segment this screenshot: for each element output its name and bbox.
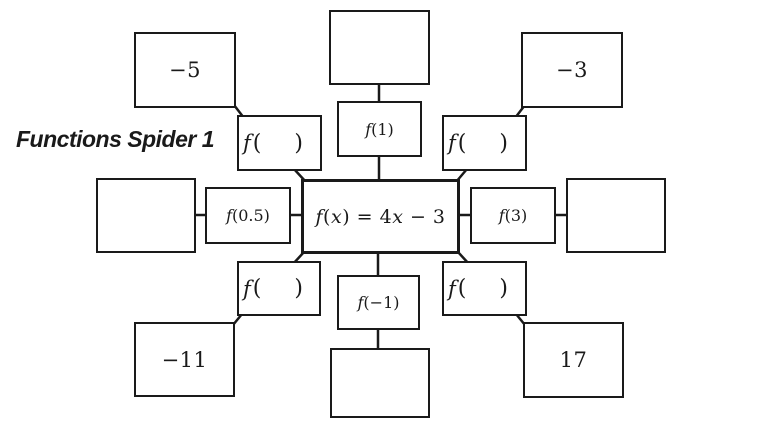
close-paren: )	[294, 276, 303, 301]
math-f: f	[243, 131, 251, 155]
math-f: f	[498, 206, 505, 225]
math-x: x	[330, 205, 343, 228]
math-f: f	[243, 276, 251, 301]
open-paren: (	[252, 276, 262, 301]
math-f: f	[365, 119, 372, 139]
math-mid: ) = 4	[342, 205, 393, 228]
close-paren: )	[499, 276, 508, 301]
answer-box-bottom-left: −11	[134, 322, 235, 397]
math-x2: x	[392, 205, 404, 228]
close-paren: )	[499, 130, 508, 156]
math-f: f	[357, 293, 364, 312]
math-arg: (3)	[504, 206, 528, 225]
answer-value: −3	[556, 58, 588, 82]
open-paren: (	[457, 130, 467, 156]
answer-box-left[interactable]	[96, 178, 196, 253]
answer-box-bottom-right: 17	[523, 322, 624, 398]
answer-box-top-right: −3	[521, 32, 623, 108]
math-arg: (1)	[371, 119, 394, 139]
answer-gap[interactable]	[466, 288, 499, 289]
blank-eval-box-bottom-right: f()	[442, 261, 527, 316]
answer-gap[interactable]	[466, 143, 499, 144]
open-paren: (	[252, 130, 262, 156]
blank-eval-box-top-right: f()	[442, 115, 527, 171]
eval-box-f1: f(1)	[337, 101, 422, 157]
answer-box-bottom[interactable]	[330, 348, 430, 418]
answer-value: −11	[161, 347, 208, 372]
close-paren: )	[294, 130, 303, 156]
math-arg: (0.5)	[231, 206, 270, 225]
math-f: f	[315, 205, 324, 228]
math-end: − 3	[403, 205, 446, 228]
math-f: f	[448, 131, 456, 155]
blank-eval-box-bottom-left: f()	[237, 261, 321, 316]
eval-box-f3: f(3)	[470, 187, 556, 244]
blank-eval-box-top-left: f()	[237, 115, 322, 171]
math-f: f	[448, 276, 456, 301]
page-title: Functions Spider 1	[16, 126, 215, 152]
math-arg: (−1)	[363, 293, 400, 312]
answer-gap[interactable]	[261, 288, 294, 289]
math-f: f	[226, 206, 232, 225]
answer-box-top[interactable]	[329, 10, 430, 85]
answer-gap[interactable]	[261, 143, 294, 144]
open-paren: (	[457, 276, 467, 301]
answer-box-top-left: −5	[134, 32, 236, 108]
eval-box-fm1: f(−1)	[337, 275, 420, 330]
answer-value: −5	[169, 58, 201, 82]
answer-value: 17	[559, 348, 588, 372]
answer-box-right[interactable]	[566, 178, 666, 253]
math-open: (	[323, 205, 331, 228]
eval-box-f05: f(0.5)	[205, 187, 291, 244]
